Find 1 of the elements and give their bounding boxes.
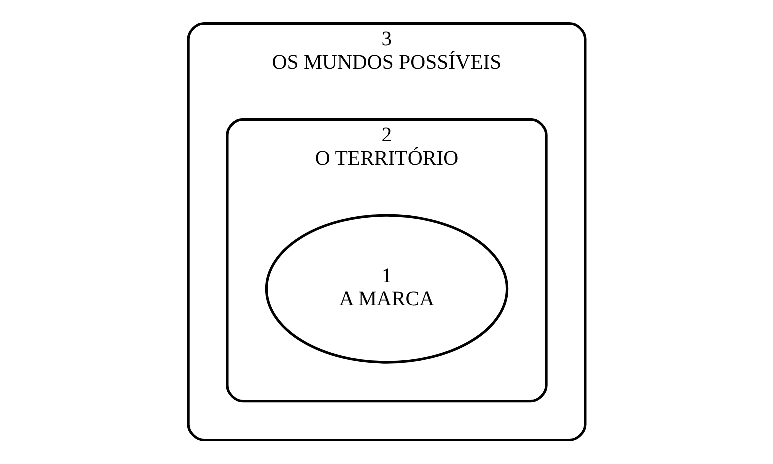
node-ellipse: 1 A MARCA bbox=[264, 214, 508, 364]
